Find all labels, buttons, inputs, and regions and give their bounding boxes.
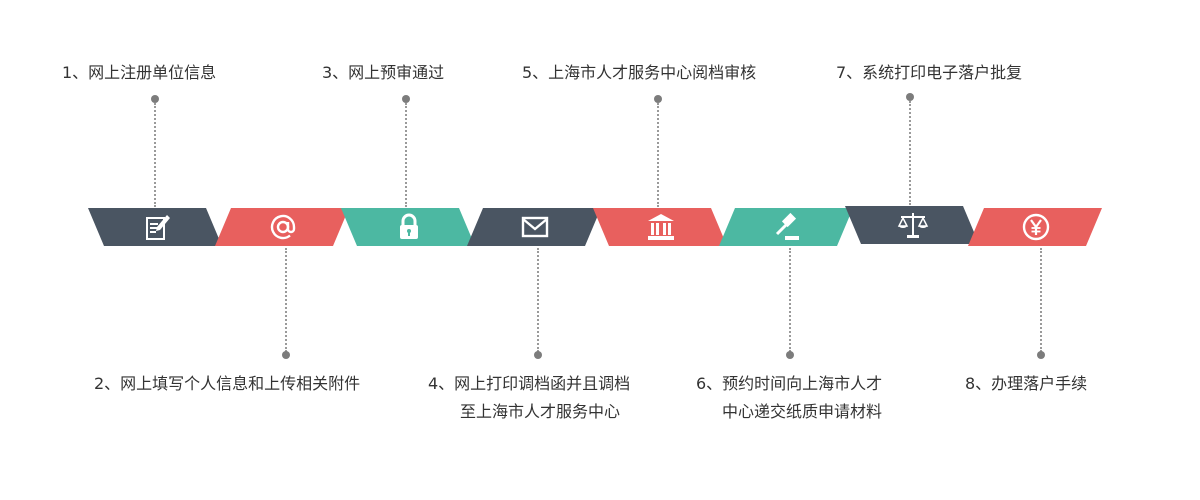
step-4-banner bbox=[467, 208, 601, 246]
step-7-connector bbox=[909, 101, 911, 205]
step-5-connector bbox=[657, 103, 659, 207]
step-3-dot bbox=[402, 95, 410, 103]
step-4-connector bbox=[537, 248, 539, 352]
step-1-label: 1、网上注册单位信息 bbox=[62, 63, 217, 82]
step-8-dot bbox=[1037, 351, 1045, 359]
step-6-label-line2: 中心递交纸质申请材料 bbox=[722, 402, 883, 421]
step-2-label: 2、网上填写个人信息和上传相关附件 bbox=[94, 374, 361, 393]
step-7-banner bbox=[845, 206, 979, 244]
step-3-label: 3、网上预审通过 bbox=[322, 63, 445, 82]
step-2-connector bbox=[285, 248, 287, 352]
lock-icon bbox=[393, 211, 425, 243]
bank-building-icon bbox=[645, 211, 677, 243]
step-6-banner bbox=[719, 208, 853, 246]
envelope-icon bbox=[519, 211, 551, 243]
scales-icon bbox=[897, 209, 929, 241]
step-2-dot bbox=[282, 351, 290, 359]
edit-document-icon bbox=[140, 211, 172, 243]
step-1-banner bbox=[88, 208, 222, 246]
step-8-connector bbox=[1040, 248, 1042, 352]
step-4-label-line2: 至上海市人才服务中心 bbox=[460, 402, 621, 421]
step-5-label: 5、上海市人才服务中心阅档审核 bbox=[522, 63, 757, 82]
at-sign-icon bbox=[267, 211, 299, 243]
step-3-connector bbox=[405, 103, 407, 207]
step-6-label: 6、预约时间向上海市人才 bbox=[696, 374, 883, 393]
gavel-icon bbox=[771, 211, 803, 243]
step-7-dot bbox=[906, 93, 914, 101]
step-8-label: 8、办理落户手续 bbox=[965, 374, 1088, 393]
step-8-banner bbox=[968, 208, 1102, 246]
step-5-dot bbox=[654, 95, 662, 103]
step-6-connector bbox=[789, 248, 791, 352]
step-1-dot bbox=[151, 95, 159, 103]
yen-coin-icon bbox=[1020, 211, 1052, 243]
step-6-dot bbox=[786, 351, 794, 359]
step-3-banner bbox=[341, 208, 475, 246]
step-4-label: 4、网上打印调档函并且调档 bbox=[428, 374, 631, 393]
step-4-dot bbox=[534, 351, 542, 359]
step-7-label: 7、系统打印电子落户批复 bbox=[836, 63, 1023, 82]
step-1-connector bbox=[154, 103, 156, 207]
step-5-banner bbox=[593, 208, 727, 246]
step-2-banner bbox=[215, 208, 349, 246]
